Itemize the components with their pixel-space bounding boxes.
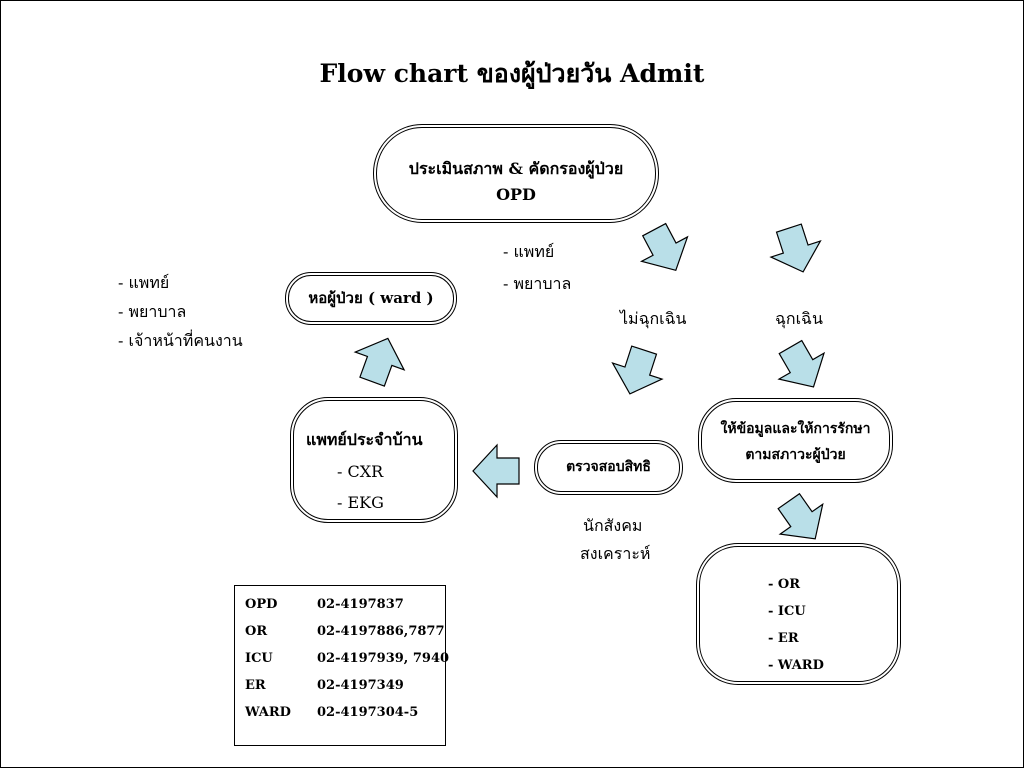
opd-staff-nurse: - พยาบาล <box>503 274 572 293</box>
destinations-node: - OR - ICU - ER - WARD <box>696 543 901 685</box>
page-title: Flow chart ของผู้ป่วยวัน Admit <box>319 59 705 88</box>
phone-dept: ER <box>245 678 266 693</box>
inform-node-line2: ตามสภาวะผู้ป่วย <box>745 447 846 463</box>
emergency-label: ฉุกเฉิน <box>775 309 823 328</box>
social-worker-label-1: นักสังคม <box>583 516 643 535</box>
phone-number: 02-4197886,7877 <box>317 624 445 639</box>
arrow-to-resident-doctor-icon <box>472 444 520 498</box>
arrow-to-inform-icon <box>767 333 837 401</box>
arrow-to-verify-icon <box>604 341 670 403</box>
arrow-to-emergency-icon <box>763 219 829 281</box>
phone-number: 02-4197304-5 <box>317 705 419 720</box>
destination-or: - OR <box>768 577 801 592</box>
destination-er: - ER <box>768 631 799 646</box>
phone-row-er: ER 02-4197349 <box>235 677 445 704</box>
phone-number: 02-4197837 <box>317 597 404 612</box>
phone-row-or: OR 02-4197886,7877 <box>235 623 445 650</box>
ward-staff-nurse: - พยาบาล <box>118 302 187 321</box>
destination-ward: - WARD <box>768 658 824 673</box>
arrow-to-non-emergency-icon <box>630 216 700 284</box>
phone-number: 02-4197349 <box>317 678 404 693</box>
phone-row-ward: WARD 02-4197304-5 <box>235 704 445 731</box>
social-worker-label-2: สงเคราะห์ <box>580 544 651 563</box>
phone-directory: OPD 02-4197837 OR 02-4197886,7877 ICU 02… <box>234 585 449 746</box>
phone-row-icu: ICU 02-4197939, 7940 <box>235 650 449 677</box>
opd-staff-doctor: - แพทย์ <box>503 242 555 261</box>
phone-dept: ICU <box>245 651 273 666</box>
ward-staff-worker: - เจ้าหน้าที่คนงาน <box>118 331 243 350</box>
resident-doctor-ekg: - EKG <box>337 493 384 512</box>
resident-doctor-title: แพทย์ประจำบ้าน <box>306 430 423 449</box>
opd-assessment-node: ประเมินสภาพ & คัดกรองผู้ป่วย OPD <box>373 124 659 223</box>
inform-treatment-node: ให้ข้อมูลและให้การรักษา ตามสภาวะผู้ป่วย <box>698 398 893 483</box>
verify-rights-node: ตรวจสอบสิทธิ <box>534 440 683 495</box>
non-emergency-label: ไม่ฉุกเฉิน <box>620 309 687 328</box>
ward-staff-doctor: - แพทย์ <box>118 273 170 292</box>
resident-doctor-cxr: - CXR <box>337 462 384 481</box>
arrow-to-ward-icon <box>347 328 413 392</box>
opd-node-line1: ประเมินสภาพ & คัดกรองผู้ป่วย <box>408 159 624 178</box>
verify-rights-label: ตรวจสอบสิทธิ <box>566 459 651 475</box>
phone-dept: OPD <box>245 597 278 612</box>
phone-dept: WARD <box>245 705 291 720</box>
ward-node: หอผู้ป่วย ( ward ) <box>285 272 457 325</box>
ward-staff-list: - แพทย์ - พยาบาล - เจ้าหน้าที่คนงาน <box>118 268 243 355</box>
resident-doctor-node: แพทย์ประจำบ้าน - CXR - EKG <box>290 397 458 523</box>
inform-node-line1: ให้ข้อมูลและให้การรักษา <box>720 421 871 437</box>
phone-number: 02-4197939, 7940 <box>317 651 450 666</box>
phone-dept: OR <box>245 624 268 639</box>
phone-row-opd: OPD 02-4197837 <box>235 596 445 623</box>
destination-icu: - ICU <box>768 604 806 619</box>
opd-node-line2: OPD <box>496 185 536 204</box>
ward-node-label: หอผู้ป่วย ( ward ) <box>308 289 434 307</box>
arrow-to-destinations-icon <box>766 485 838 555</box>
